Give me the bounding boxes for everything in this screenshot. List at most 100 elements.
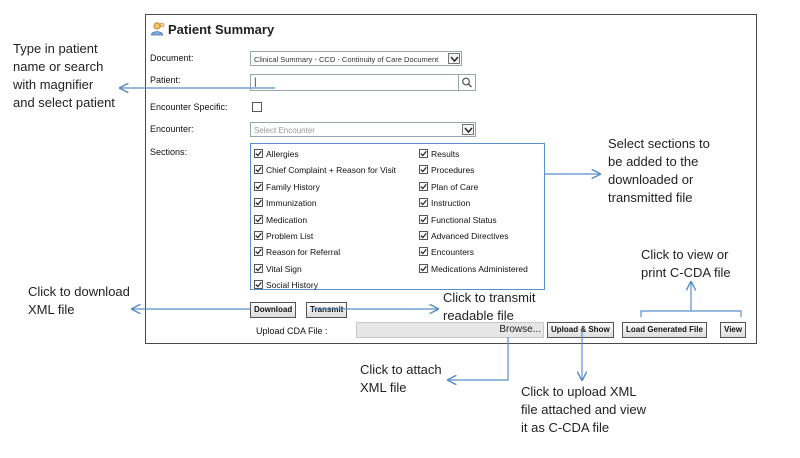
section-label: Plan of Care <box>431 181 479 192</box>
annotation-line: file attached and view <box>521 402 647 417</box>
section-item[interactable]: Encounters <box>419 247 474 257</box>
section-checkbox[interactable] <box>419 231 428 240</box>
section-checkbox[interactable] <box>254 280 263 290</box>
section-label: Results <box>431 149 460 159</box>
section-checkbox[interactable] <box>419 198 428 208</box>
annotation-line: XML file <box>28 302 75 317</box>
section-item[interactable]: Social History <box>254 280 318 290</box>
section-checkbox[interactable] <box>419 247 428 257</box>
section-label: Procedures <box>431 165 475 176</box>
annotation-line: it as C-CDA file <box>521 420 610 435</box>
section-label: Family History <box>266 181 320 192</box>
annotation-line: and select patient <box>13 95 115 110</box>
section-label: Medications Administered <box>431 263 528 274</box>
document-select[interactable]: Clinical Summary - CCD - Continuity of C… <box>250 51 462 66</box>
encounter-label: Encounter: <box>150 124 194 134</box>
section-item[interactable]: Plan of Care <box>419 181 479 192</box>
section-label: Encounters <box>431 247 474 258</box>
section-item[interactable]: Medications Administered <box>419 263 528 274</box>
section-item[interactable]: Reason for Referral <box>254 247 340 257</box>
magnifier-icon[interactable] <box>458 75 475 90</box>
section-checkbox[interactable] <box>254 263 263 273</box>
annotation-line: transmitted file <box>608 190 693 205</box>
annotation-download: Click to download XML file <box>28 283 130 319</box>
annotation-line: Click to view or <box>641 247 729 262</box>
section-label: Medication <box>266 214 308 225</box>
section-item[interactable]: Chief Complaint + Reason for Visit <box>254 165 396 175</box>
section-label: Allergies <box>266 149 299 159</box>
section-item[interactable]: Allergies <box>254 149 299 159</box>
section-checkbox[interactable] <box>419 263 428 273</box>
section-label: Functional Status <box>431 214 497 225</box>
annotation-line: Click to download <box>28 284 130 299</box>
annotation-line: XML file <box>360 380 407 395</box>
view-button[interactable]: View <box>720 322 747 338</box>
section-checkbox[interactable] <box>254 149 263 158</box>
section-label: Immunization <box>266 198 317 209</box>
encounter-select-placeholder: Select Encounter <box>254 126 315 135</box>
document-select-value: Clinical Summary - CCD - Continuity of C… <box>254 55 439 64</box>
patient-summary-panel: Patient Summary Document: Clinical Summa… <box>145 14 757 344</box>
patient-label: Patient: <box>150 75 181 85</box>
bracket-view <box>640 310 742 317</box>
annotation-upload: Click to upload XML file attached and vi… <box>521 383 646 437</box>
annotation-line: with magnifier <box>13 77 94 92</box>
encounter-specific-checkbox[interactable] <box>252 102 262 112</box>
section-item[interactable]: Vital Sign <box>254 263 302 274</box>
section-label: Instruction <box>431 198 471 209</box>
section-item[interactable]: Instruction <box>419 198 470 208</box>
section-checkbox[interactable] <box>419 214 428 224</box>
section-item[interactable]: Family History <box>254 181 320 192</box>
patient-search-input[interactable]: | <box>250 74 476 91</box>
annotation-line: Click to attach <box>360 362 442 377</box>
annotation-line: downloaded or <box>608 172 694 187</box>
annotation-line: Select sections to <box>608 136 710 151</box>
encounter-select[interactable]: Select Encounter <box>250 122 476 137</box>
section-item[interactable]: Results <box>419 149 459 159</box>
annotation-line: readable file <box>443 308 514 323</box>
section-checkbox[interactable] <box>254 231 263 240</box>
section-checkbox[interactable] <box>254 165 263 175</box>
annotation-line: Type in patient <box>13 41 98 56</box>
section-item[interactable]: Problem List <box>254 231 313 241</box>
section-label: Chief Complaint + Reason for Visit <box>266 165 397 176</box>
section-label: Advanced Directives <box>431 231 509 241</box>
browse-button[interactable]: Browse... <box>499 324 541 335</box>
section-item[interactable]: Medication <box>254 214 308 225</box>
section-checkbox[interactable] <box>254 214 263 224</box>
upload-show-button[interactable]: Upload & Show <box>547 322 614 338</box>
chevron-down-icon[interactable] <box>462 124 474 135</box>
annotation-sections: Select sections to be added to the downl… <box>608 135 710 207</box>
annotation-line: Click to upload XML <box>521 384 637 399</box>
section-item[interactable]: Advanced Directives <box>419 231 508 241</box>
annotation-line: Click to transmit <box>443 290 536 305</box>
annotation-line: print C-CDA file <box>641 265 731 280</box>
download-button[interactable]: Download <box>250 302 297 318</box>
section-label: Social History <box>266 280 318 291</box>
encounter-specific-label: Encounter Specific: <box>150 102 228 112</box>
section-checkbox[interactable] <box>254 181 263 191</box>
section-item[interactable]: Immunization <box>254 198 317 208</box>
upload-file-input[interactable]: Browse... <box>356 322 544 338</box>
section-checkbox[interactable] <box>254 247 263 257</box>
panel-header: Patient Summary <box>146 15 756 45</box>
section-item[interactable]: Functional Status <box>419 214 497 225</box>
section-label: Vital Sign <box>266 263 302 274</box>
annotation-patient: Type in patient name or search with magn… <box>13 40 115 112</box>
section-label: Problem List <box>266 231 314 241</box>
chevron-down-icon[interactable] <box>448 53 460 64</box>
arrow-attach <box>448 337 509 380</box>
annotation-transmit: Click to transmit readable file <box>443 289 535 325</box>
load-generated-file-button[interactable]: Load Generated File <box>622 322 707 338</box>
sections-label: Sections: <box>150 147 188 157</box>
section-checkbox[interactable] <box>419 181 428 191</box>
document-label: Document: <box>150 53 194 63</box>
annotation-view: Click to view or print C-CDA file <box>641 246 731 282</box>
patient-input-value: | <box>254 77 257 88</box>
section-checkbox[interactable] <box>419 165 428 175</box>
section-item[interactable]: Procedures <box>419 165 474 175</box>
section-checkbox[interactable] <box>254 198 263 208</box>
section-checkbox[interactable] <box>419 149 428 158</box>
annotation-line: be added to the <box>608 154 699 169</box>
